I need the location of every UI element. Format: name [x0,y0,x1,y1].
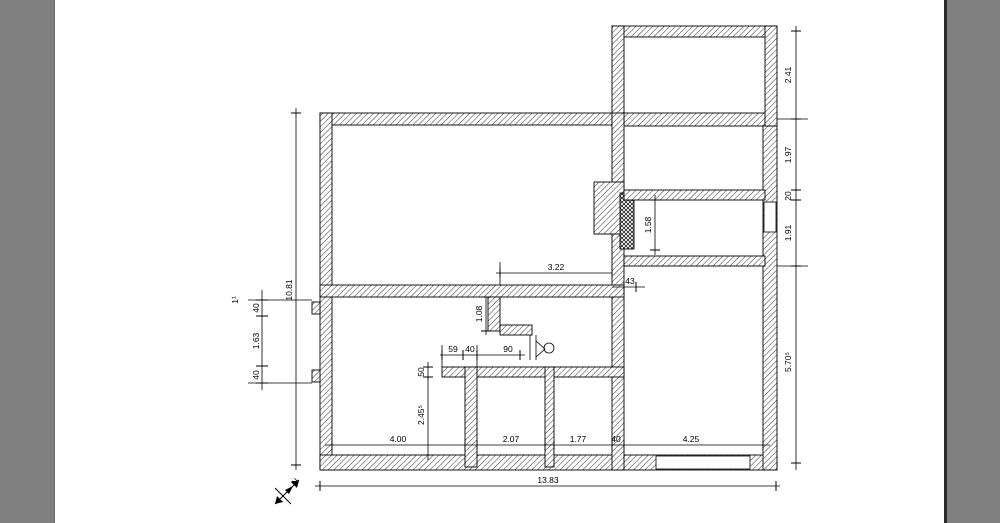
dim-right-1: 2.41 [783,66,793,83]
wall-bath-left [464,366,478,468]
window-jamb-left-1 [311,301,321,315]
wall-right-1 [623,189,766,201]
annex-top-wall [611,25,778,38]
dim-bottom-3: 1.77 [570,434,587,444]
dim-bottom-2: 2.07 [503,434,520,444]
walls [311,25,778,471]
sheet-right-edge [944,0,947,523]
dim-interior-43: 43 [625,276,635,286]
wall-top-left [319,112,623,126]
dim-right-2: 1.97 [783,146,793,163]
window-jamb-left-2 [311,369,321,383]
dim-left-1: 1¹ [230,296,240,304]
openings [529,201,777,470]
dim-right-5: 5.70⁵ [783,352,793,372]
dim-left-4: 40 [251,370,261,380]
dim-bottom-1: 4.00 [390,434,407,444]
wall-right-lower [762,112,778,471]
wall-hall-v [487,296,501,332]
dim-bottom-4: 40 [611,434,621,444]
dim-interior-40: 40 [465,344,475,354]
dim-overall-height: 10.81 [284,279,294,301]
dim-bottom-5: 4.25 [683,434,700,444]
wall-top-right [611,112,778,127]
dim-interior-322: 3.22 [548,262,565,272]
stair-arrow [535,340,546,358]
dim-left-2: 40 [251,303,261,313]
dim-interior-59: 59 [448,344,458,354]
dimension-lines [248,26,808,491]
wall-bath-mid [544,366,555,468]
dim-left-3: 1.63 [251,332,261,349]
stair-marker-circle [543,342,555,354]
dim-right-3: 20 [783,191,793,201]
door-opening-bottom [655,455,751,470]
sheet-left-edge [54,0,55,523]
wall-hall-h [499,324,533,336]
annex-left-wall [611,25,625,127]
dimension-labels: 13.83 10.81 1¹ 40 1.63 40 2.41 1.97 20 1… [230,66,793,485]
chimney-block [593,181,625,235]
dim-right-4: 1.91 [783,224,793,241]
window-right [763,201,777,233]
wall-right-2 [623,255,766,267]
dim-overall-width: 13.83 [537,475,559,485]
wall-middle-horizontal [319,284,625,298]
dim-interior-90: 90 [503,344,513,354]
north-arrow-label: N [289,476,300,487]
dim-interior-158: 1.58 [643,216,653,233]
dim-interior-50: 50 [416,367,426,377]
north-arrow-icon: N [274,476,301,505]
chimney-flue [619,192,635,250]
wall-bath-top [441,366,625,378]
dim-interior-245: 2.45⁵ [416,405,426,425]
annex-right-wall [764,25,778,127]
dim-interior-108: 1.08 [474,305,484,322]
